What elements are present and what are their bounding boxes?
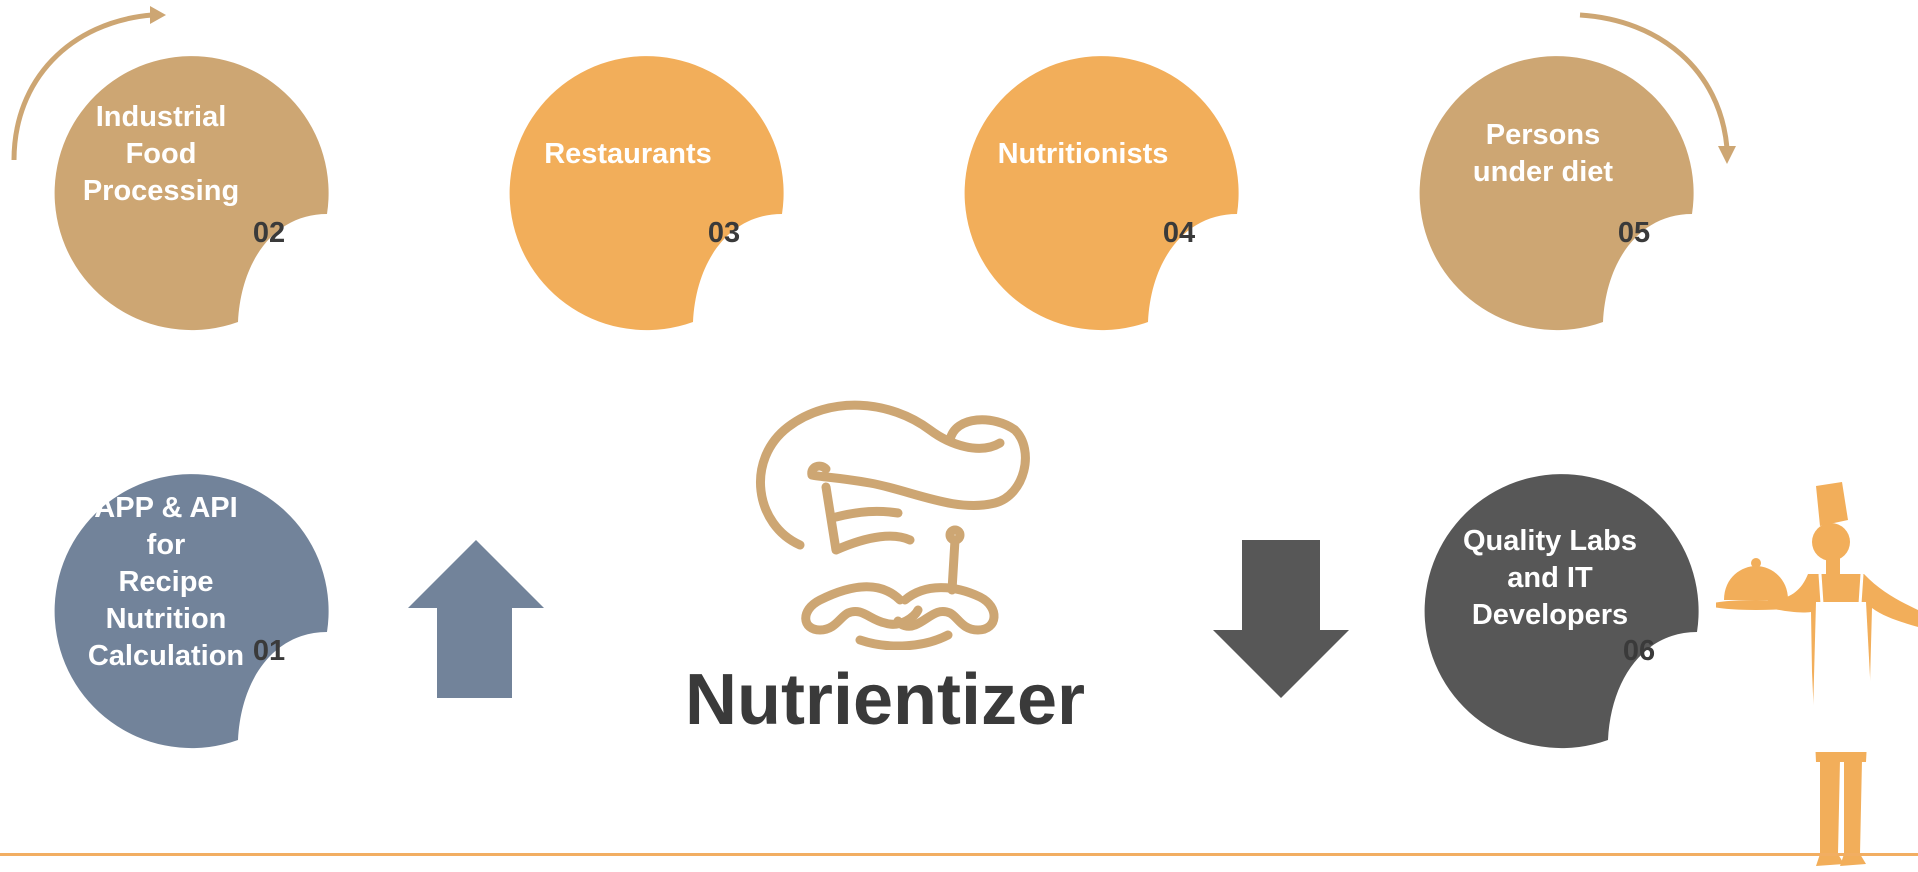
up-arrow-icon [408,540,544,698]
chef-hat-icon [756,400,1030,650]
bottom-divider [0,853,1918,856]
node-number: 01 [252,635,286,667]
node-number: 04 [1162,217,1196,249]
node-label-line: Quality Labs [1462,524,1638,557]
node-quality-labs: Quality Labs and IT Developers 06 [1423,470,1703,750]
node-label-line: Recipe [118,565,214,598]
node-blob [964,56,1239,331]
node-label-line: Calculation [87,639,245,672]
node-label-line: APP & API for [94,491,238,561]
curved-arrow-left-icon [11,6,166,161]
node-persons-under-diet: Persons under diet 05 [1418,52,1698,332]
node-number: 02 [252,217,286,249]
node-label-line: Persons [1485,119,1601,151]
node-label-line: Developers [1471,598,1629,631]
node-blob [1424,474,1699,749]
node-label-line: Restaurants [544,137,712,170]
node-label-line: Nutritionists [997,137,1169,170]
node-number: 03 [707,217,741,249]
node-blob [54,56,329,331]
node-label-line: Food [125,137,197,170]
node-blob [1419,56,1694,331]
node-label-line: Industrial [95,100,227,133]
node-label: Nutritionists [993,64,1173,244]
down-arrow-icon [1213,540,1349,698]
node-label-line: and IT [1507,561,1593,594]
node-blob [509,56,784,331]
node-nutritionists: Nutritionists 04 [963,52,1243,332]
waiter-silhouette-icon [1716,482,1918,866]
node-blob [54,474,329,749]
curved-arrow-right-icon [1579,12,1736,164]
node-label: Restaurants [538,64,718,244]
node-label: Persons under diet [1453,64,1633,244]
node-label-line: Nutrition [105,602,227,635]
node-label-line: Processing [82,174,240,207]
node-number: 06 [1622,635,1656,667]
node-restaurants: Restaurants 03 [508,52,788,332]
node-label: Quality Labs and IT Developers [1460,488,1640,668]
node-label-line: under diet [1472,156,1614,188]
brand-title: Nutrientizer [684,660,1086,740]
node-number: 05 [1617,217,1651,249]
